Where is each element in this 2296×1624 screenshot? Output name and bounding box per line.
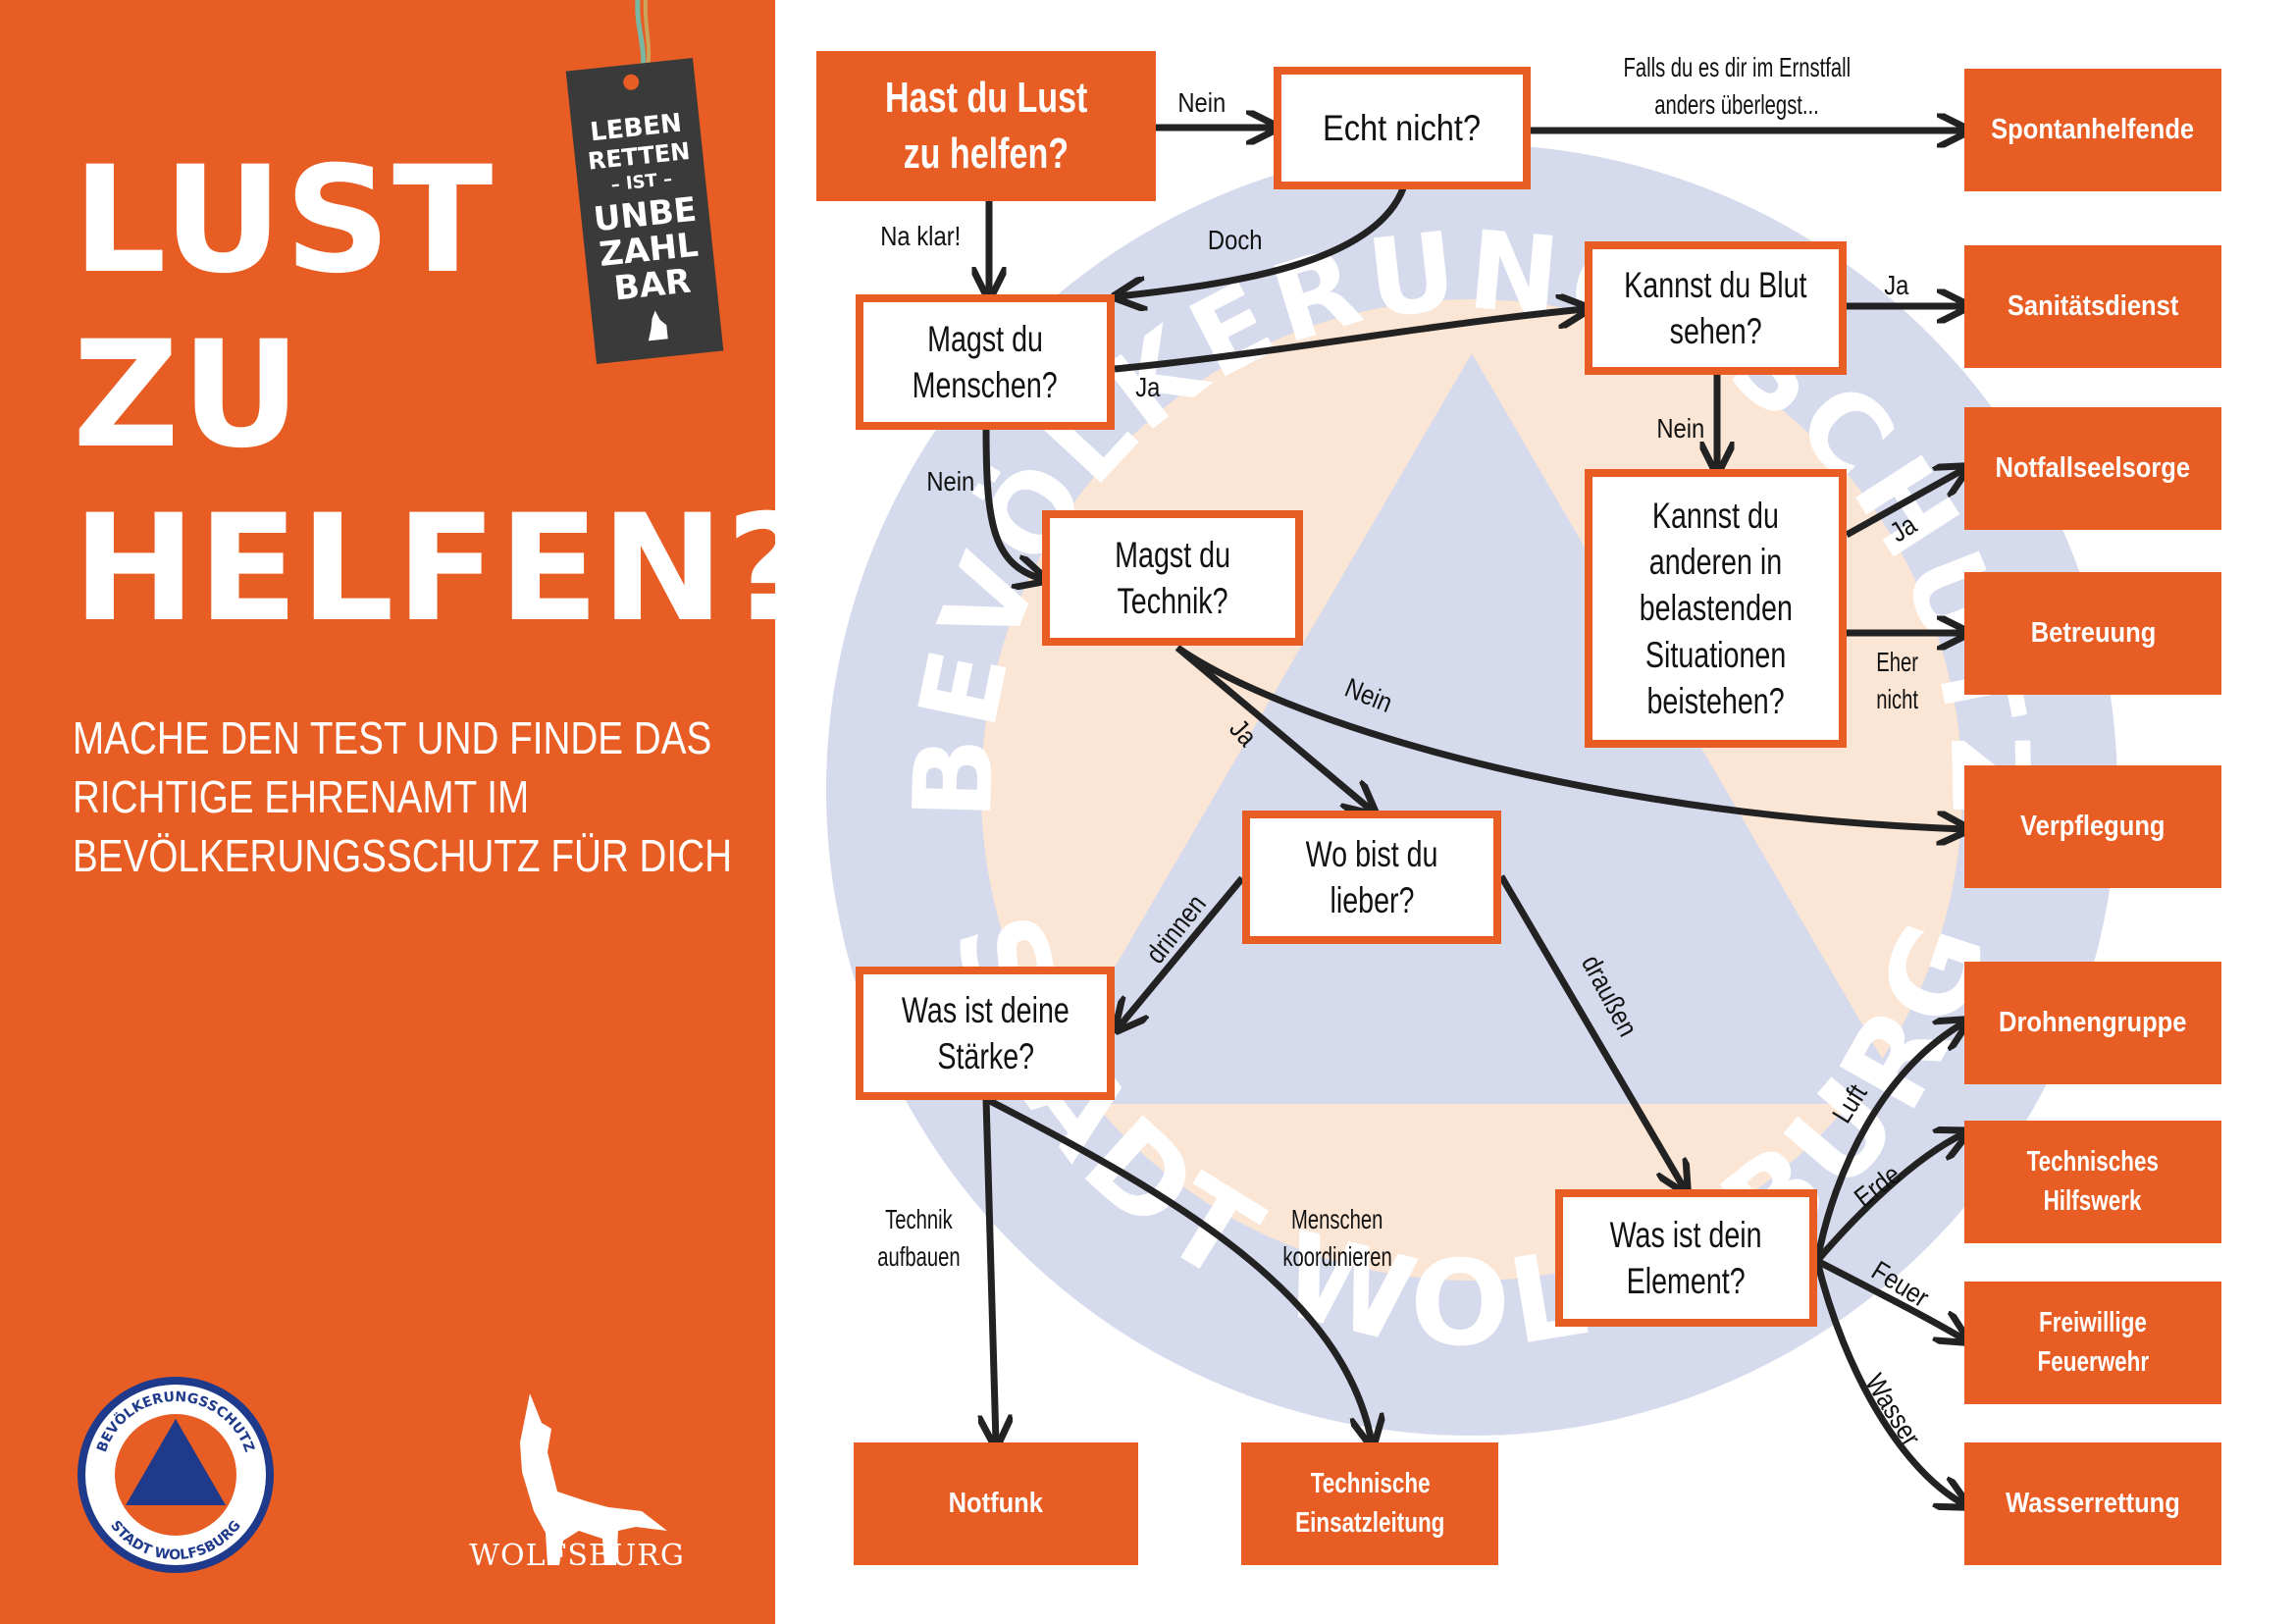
result-verpflegung: Verpflegung (1964, 765, 2221, 888)
arrow-staerke-einsatz (984, 1095, 1372, 1442)
tag-wolf-icon (648, 310, 668, 341)
arrow-staerke-notfunk (986, 1098, 996, 1442)
label-na-klar: Na klar! (880, 221, 962, 251)
result-betreuung: Betreuung (1964, 572, 2221, 695)
node-beistehen: Kannst du anderen in belastenden Situati… (1585, 469, 1847, 748)
result-drohnengruppe: Drohnengruppe (1964, 962, 2221, 1084)
headline-line-2: ZU (73, 310, 303, 481)
label-nein-menschen: Nein (926, 466, 975, 497)
subtitle-line-1: MACHE DEN TEST UND FINDE DAS (73, 712, 712, 763)
hang-tag: LEBEN RETTEN – IST – UNBE ZAHL BAR (565, 58, 724, 364)
wolfsburg-wordmark: WOLFSBURG (469, 1539, 685, 1573)
arrow-echt-menschen (1119, 186, 1407, 296)
arrow-beistehen-seelsorge (1845, 469, 1964, 539)
arrow-element-wasser (1813, 1260, 1964, 1504)
arrow-menschen-technik (982, 424, 1042, 579)
result-wasserrettung: Wasserrettung (1964, 1442, 2221, 1565)
headline-line-1: LUST (73, 135, 496, 306)
result-notfunk: Notfunk (854, 1442, 1138, 1565)
arrow-menschen-blut (1114, 309, 1585, 373)
result-notfallseelsorge: Notfallseelsorge (1964, 407, 2221, 530)
label-nein-blut: Nein (1656, 413, 1705, 444)
subtitle-line-2: RICHTIGE EHRENAMT IM (73, 771, 530, 822)
result-sanitaetsdienst: Sanitätsdienst (1964, 245, 2221, 368)
arrow-wo-element (1497, 874, 1685, 1189)
label-ja-menschen: Ja (1135, 372, 1161, 402)
label-ja-blut: Ja (1884, 270, 1909, 300)
arrow-technik-wo (1174, 645, 1372, 811)
wolf-logo-icon (520, 1393, 667, 1565)
arrow-element-thw (1814, 1133, 1964, 1264)
headline-line-3: HELFEN? (73, 484, 814, 655)
arrow-wo-staerke (1119, 875, 1245, 1027)
node-echt-nicht: Echt nicht? (1274, 67, 1531, 189)
arrow-technik-verpflegung (1174, 645, 1964, 829)
arrow-element-drohnen (1813, 1022, 1964, 1262)
arrow-element-feuerwehr (1815, 1257, 1964, 1339)
subtitle-line-3: BEVÖLKERUNGSSCHUTZ FÜR DICH (73, 830, 732, 881)
label-doch: Doch (1207, 225, 1263, 255)
label-nein-start: Nein (1177, 87, 1226, 118)
left-panel: LUST ZU HELFEN? MACHE DEN TEST UND FINDE… (0, 0, 811, 1624)
bevoelkerungsschutz-seal-logo: BEVÖLKERUNGSSCHUTZ STADT WOLFSBURG (78, 1377, 274, 1573)
result-spontanhelfende: Spontanhelfende (1964, 69, 2221, 191)
